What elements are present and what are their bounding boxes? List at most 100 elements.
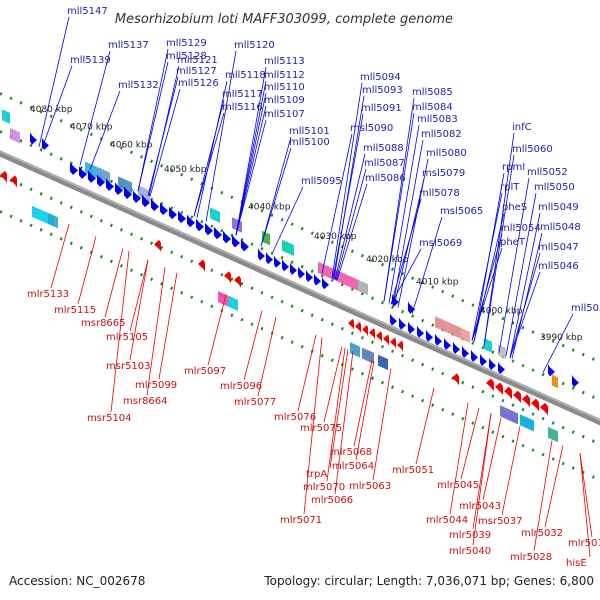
plus-strand-gene-arrow — [133, 190, 141, 204]
minus-strand-gene-arrow — [504, 386, 512, 400]
plus-gene-label: mll5048 — [540, 222, 581, 233]
minus-label-leader — [129, 259, 149, 361]
minus-gene-label: mlr5099 — [135, 380, 177, 391]
plus-label-leader — [235, 105, 267, 236]
plus-label-leader — [205, 50, 237, 222]
feature-block — [218, 291, 228, 307]
feature-block — [282, 239, 294, 257]
minus-strand-gene-arrow — [531, 398, 539, 412]
minus-strand-gene-arrow — [355, 321, 361, 334]
minus-gene-label: mlr5115 — [54, 305, 96, 316]
plus-strand-gene-arrow — [160, 202, 168, 216]
tick-label: 4080 kbp — [30, 105, 73, 115]
minus-label-leader — [482, 417, 502, 501]
minus-gene-label: mlr5063 — [349, 481, 391, 492]
minus-strand-gene-arrow — [234, 275, 241, 288]
feature-block — [228, 295, 238, 311]
minus-label-leader — [415, 387, 435, 465]
plus-gene-label: mll5101 — [289, 126, 330, 137]
plus-strand-gene-arrow — [399, 317, 406, 330]
plus-label-leader — [336, 183, 368, 281]
minus-gene-label: msr8664 — [123, 396, 168, 407]
plus-label-leader — [272, 186, 304, 252]
plus-strand-gene-arrow — [548, 364, 555, 377]
plus-label-leader — [388, 124, 420, 304]
plus-strand-gene-arrow — [417, 325, 424, 338]
plus-gene-label: infC — [512, 122, 532, 133]
map-title: Mesorhizobium loti MAFF303099, complete … — [115, 12, 453, 27]
minus-label-leader — [129, 259, 149, 332]
minus-label-leader — [449, 402, 469, 515]
plus-strand-gene-arrow — [214, 226, 222, 240]
plus-strand-gene-arrow — [471, 349, 478, 362]
plus-strand-gene-arrow — [205, 222, 213, 236]
feature-block — [484, 338, 492, 353]
plus-label-leader — [196, 80, 228, 218]
minus-label-leader — [146, 267, 166, 396]
plus-gene-label: mll5084 — [412, 102, 453, 113]
minus-gene-label: mlr5045 — [437, 480, 479, 491]
plus-strand-gene-arrow — [30, 132, 37, 145]
minus-gene-label: mlr5019 — [568, 538, 600, 549]
plus-gene-label: mll5112 — [264, 70, 305, 81]
plus-gene-label: mll5117 — [222, 89, 263, 100]
plus-strand-gene-arrow — [282, 259, 289, 272]
minus-strand-gene-arrow — [397, 340, 403, 353]
label-leaders — [38, 16, 593, 558]
plus-strand-gene-arrow — [151, 198, 159, 212]
minus-gene-label: mlr5032 — [521, 528, 563, 539]
plus-strand-gene-arrow — [306, 269, 313, 283]
minus-label-leader — [501, 426, 521, 516]
minus-label-leader — [372, 368, 392, 481]
plus-strand-gene-arrow — [489, 357, 496, 370]
plus-label-leader — [137, 61, 169, 192]
plus-gene-label: mll5116 — [222, 102, 263, 113]
minus-strand-gene-arrow — [10, 175, 17, 188]
minus-label-leader — [355, 360, 375, 461]
minus-gene-label: msr5103 — [106, 361, 151, 372]
tick-label: 4010 kbp — [416, 278, 459, 288]
plus-gene-label: mll5129 — [166, 38, 207, 49]
feature-block — [210, 207, 220, 223]
plus-strand-gene-arrow — [572, 375, 579, 388]
minus-label-leader — [77, 236, 97, 305]
plus-label-leader — [79, 50, 111, 166]
plus-strand-gene-arrow — [70, 162, 78, 175]
plus-gene-label: mll5120 — [234, 40, 275, 51]
plus-gene-label: mll5088 — [363, 143, 404, 154]
minus-label-leader — [533, 440, 553, 552]
plus-strand-gene-arrow — [435, 333, 442, 346]
backbone-line — [0, 150, 600, 426]
plus-label-leader — [334, 153, 366, 280]
plus-strand-gene-arrow — [444, 337, 451, 350]
feature-block — [48, 212, 58, 229]
minus-gene-label: mlr5064 — [332, 461, 374, 472]
plus-label-leader — [41, 65, 73, 149]
minus-gene-label: mlr5028 — [510, 552, 552, 563]
plus-strand-gene-arrow — [169, 206, 177, 220]
plus-label-leader — [321, 133, 353, 274]
plus-strand-gene-arrow — [142, 194, 150, 208]
minus-strand-gene-arrow — [224, 271, 231, 284]
plus-gene-label: mll5137 — [108, 40, 149, 51]
plus-strand-gene-arrow — [115, 182, 123, 195]
plus-gene-label: mll5095 — [301, 176, 342, 187]
minus-gene-label: msr5037 — [478, 516, 523, 527]
minus-gene-label: msr8665 — [81, 318, 126, 329]
plus-label-leader — [335, 168, 367, 280]
plus-label-leader — [509, 252, 541, 358]
minus-label-leader — [460, 407, 480, 480]
plus-gene-label: mll5083 — [417, 114, 458, 125]
minus-gene-label: msr5104 — [87, 413, 132, 424]
plus-strand-gene-arrow — [241, 238, 249, 252]
plus-strand-gene-arrow — [314, 273, 321, 286]
tick-label: 4040 kbp — [248, 202, 291, 212]
plus-gene-label: mll5085 — [412, 87, 453, 98]
minus-gene-label: mlr5075 — [300, 423, 342, 434]
plus-label-leader — [235, 119, 267, 236]
tick-label: 4030 kbp — [314, 232, 357, 242]
gene-arrows — [0, 132, 579, 416]
minus-gene-label: mlr5066 — [311, 495, 353, 506]
minus-gene-label: mlr5096 — [220, 381, 262, 392]
plus-gene-label: rpmI — [502, 162, 525, 173]
